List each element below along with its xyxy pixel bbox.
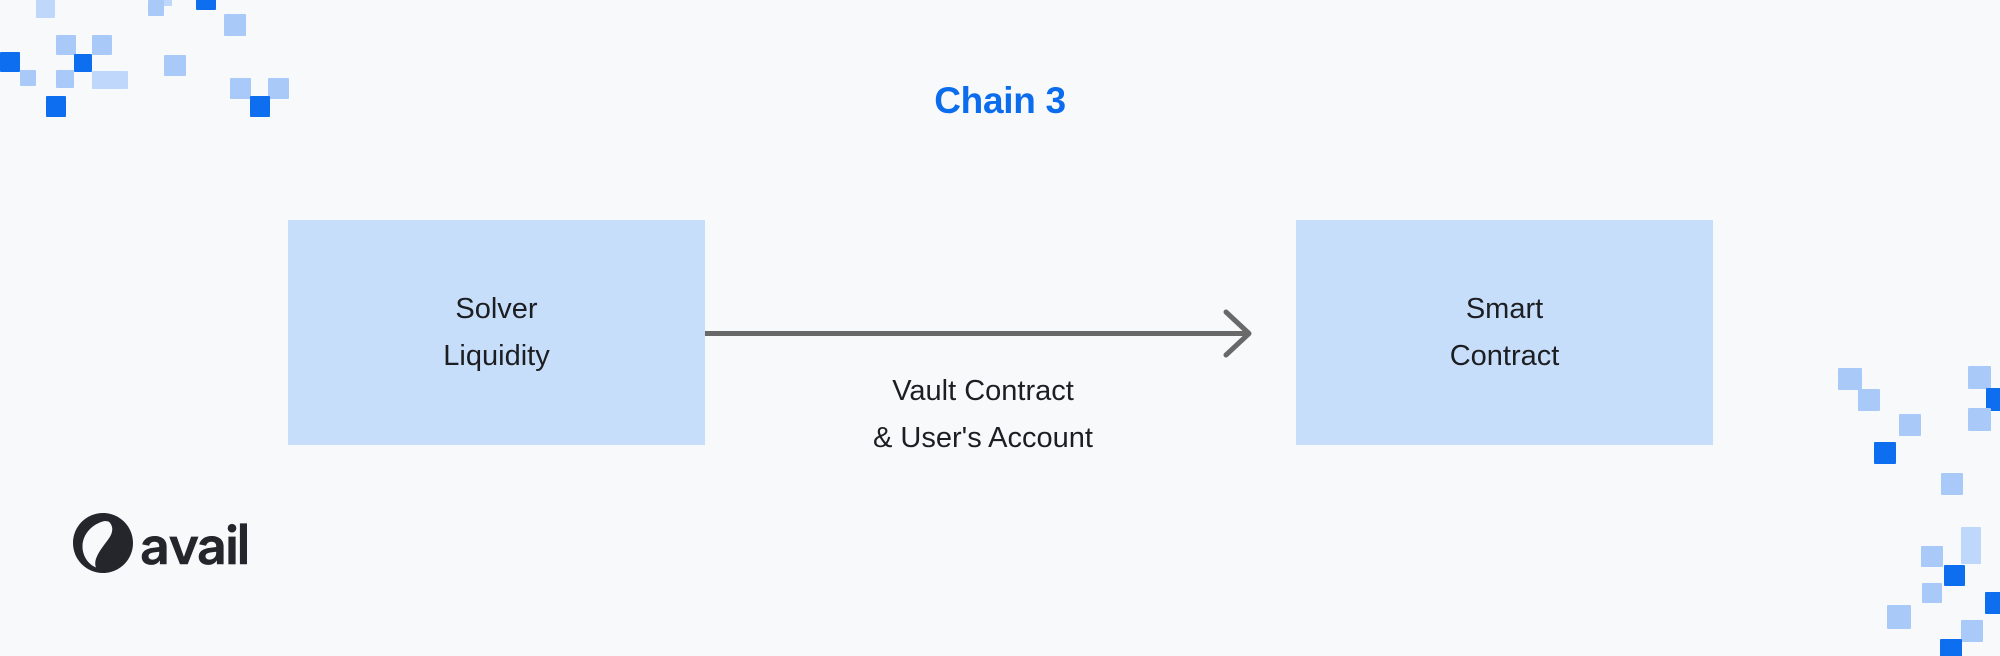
deco-bottom-right-square [1922,583,1942,603]
deco-bottom-right-square [1874,442,1896,464]
deco-bottom-right-square [1961,527,1981,564]
deco-top-left-square [250,96,270,117]
deco-top-left-square [224,14,246,36]
deco-top-left-square [36,0,55,18]
deco-bottom-right-square [1887,605,1911,629]
deco-top-left-square [148,0,164,16]
avail-logo-icon [73,513,247,573]
node-solver-liquidity: Solver Liquidity [288,220,705,445]
deco-top-left-square [20,70,36,86]
deco-top-left-square [230,78,251,99]
deco-top-left-square [268,78,289,99]
deco-top-left-square [46,96,66,117]
deco-bottom-right-square [1986,388,2000,411]
edge-label-vault-contract: Vault Contract & User's Account [873,375,1093,454]
deco-top-left-square [56,35,76,55]
node-smart-contract: Smart Contract [1296,220,1713,445]
deco-bottom-right-square [1838,368,1862,390]
deco-bottom-right-square [1944,565,1965,586]
deco-bottom-right-square [1968,408,1991,431]
deco-top-left-square [196,0,216,10]
deco-bottom-right-square [1961,620,1983,642]
deco-bottom-right-square [1941,473,1963,495]
deco-bottom-right-square [1921,546,1943,567]
deco-top-left-square [164,55,186,76]
arrow-right-icon [705,309,1252,358]
deco-bottom-right-square [1940,639,1962,656]
deco-top-left-square [0,52,20,72]
deco-top-left-square [56,70,74,88]
deco-bottom-right-square [1899,414,1921,436]
node-smart-contract-label: Smart Contract [1449,292,1560,372]
page-title: Chain 3 [934,80,1066,121]
deco-top-left-square [92,71,128,89]
deco-bottom-right-square [1858,389,1880,411]
node-solver-liquidity-label: Solver Liquidity [443,292,550,372]
avail-logo [72,512,247,574]
deco-bottom-right-square [1985,592,2000,614]
connector-arrow-solver-to-contract [705,305,1261,363]
deco-top-left-square [92,35,112,55]
deco-bottom-right-square [1968,366,1991,389]
deco-top-left-square [74,54,92,72]
